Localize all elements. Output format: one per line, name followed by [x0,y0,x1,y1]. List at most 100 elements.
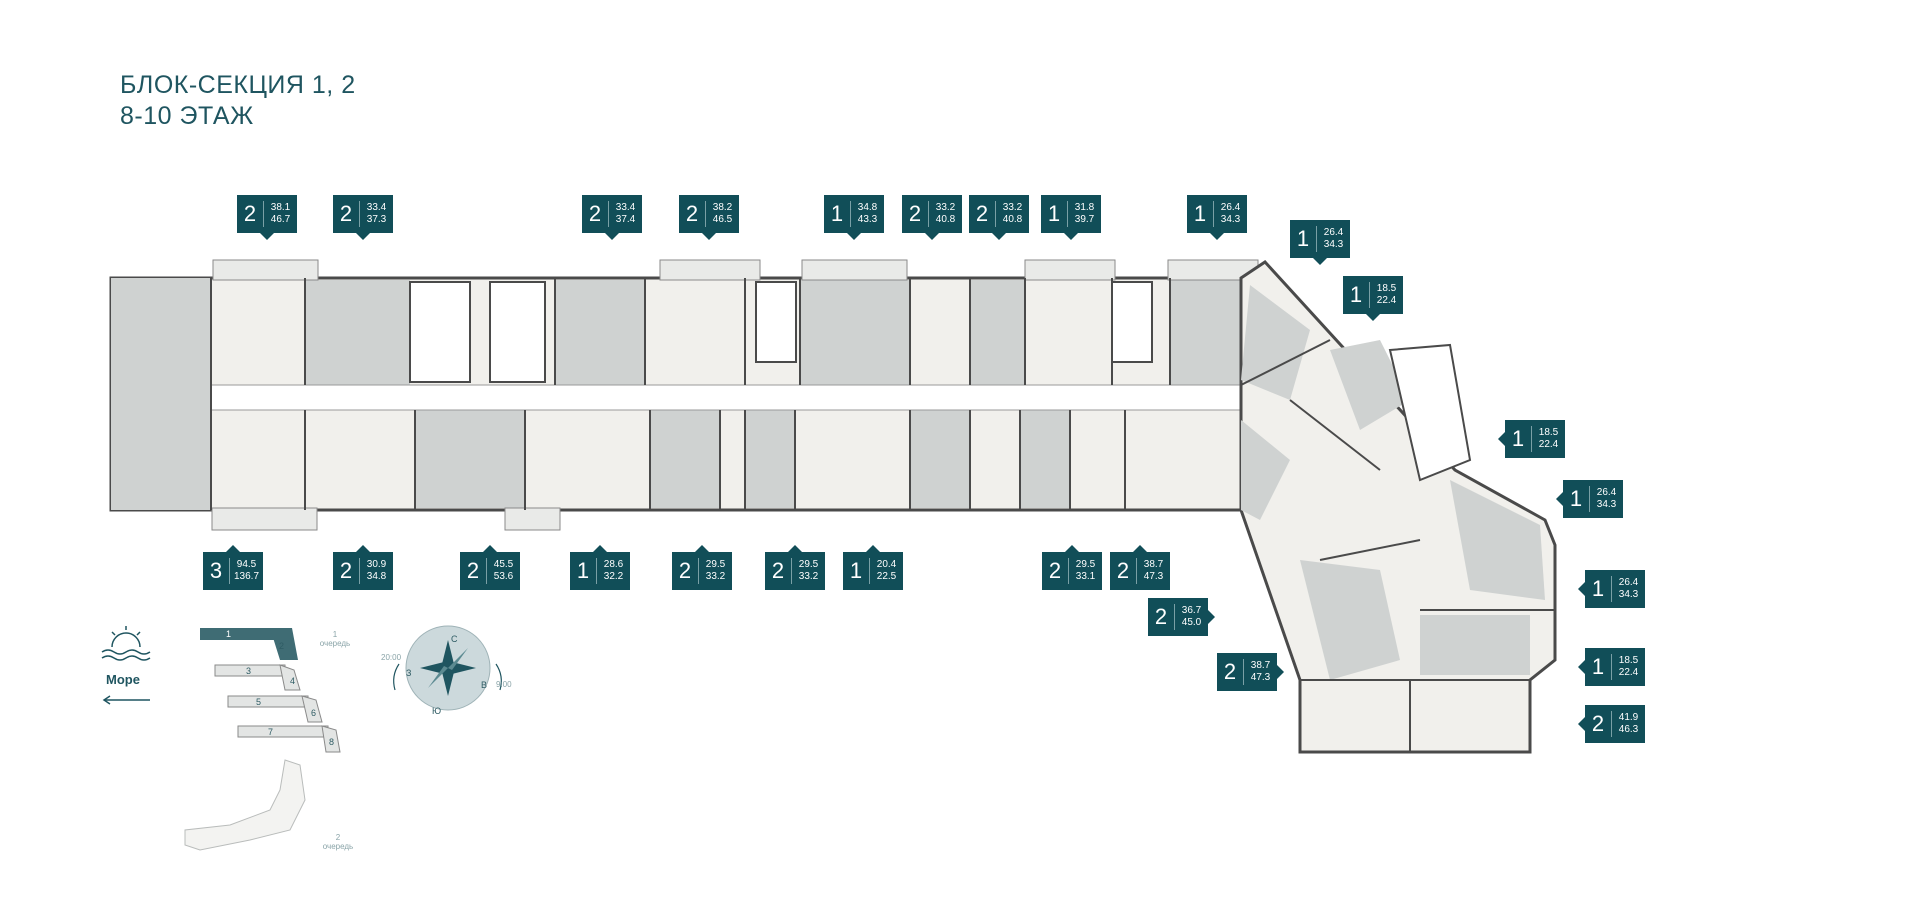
site-block-label-6: 6 [311,708,317,718]
living-area: 26.4 [1220,202,1241,213]
partitions [210,278,1171,510]
unit-diag-1 [1241,285,1310,400]
living-area: 30.9 [366,559,387,570]
rooms-count: 1 [849,558,863,583]
unit-diag-5 [1300,560,1400,680]
balcony-top-2 [659,259,761,281]
total-area: 53.6 [493,571,514,582]
unit-diag-2 [1330,340,1410,430]
unit-top-2 [305,280,410,385]
rooms-count: 2 [243,201,257,226]
compass-time-east: 9:00 [496,680,512,689]
unit-bottom-3 [415,410,525,508]
total-area: 32.2 [603,571,624,582]
living-area: 38.1 [270,202,291,213]
rooms-count: 1 [1296,226,1310,251]
living-area: 26.4 [1618,577,1639,588]
total-area: 46.3 [1618,724,1639,735]
compass-star-sw [428,666,448,688]
balcony-bottom-2 [504,507,561,531]
elevator-core-1 [489,281,546,383]
stair-core-diagonal [1388,343,1472,482]
title-line-floor: 8-10 ЭТАЖ [120,102,254,130]
unit-diag-6 [1420,615,1530,675]
rooms-count: 1 [1511,426,1525,451]
total-area: 34.3 [1220,214,1241,225]
rooms-count: 2 [975,201,989,226]
rooms-count: 2 [1223,659,1237,684]
unit-diag-3 [1450,480,1545,600]
unit-bottom-7 [910,410,970,508]
site-block-label-8: 8 [329,737,335,747]
rooms-count: 2 [771,558,785,583]
unit-bottom-8 [1020,410,1070,508]
stair-core-1 [409,281,471,383]
rooms-count: 1 [830,201,844,226]
total-area: 46.7 [270,214,291,225]
corridor [210,384,1242,411]
rooms-count: 2 [466,558,480,583]
total-area: 34.3 [1618,589,1639,600]
rooms-count: 1 [1047,201,1061,226]
rooms-count: 2 [1591,711,1605,736]
total-area: 47.3 [1143,571,1164,582]
rooms-count: 1 [1569,486,1583,511]
total-area: 34.8 [366,571,387,582]
rooms-count: 1 [1591,576,1605,601]
sea-arrow-icon [102,695,150,705]
unit-corner-west [111,278,211,510]
total-area: 37.4 [615,214,636,225]
site-queue1-label: 1 очередь [319,630,351,648]
compass-south-label: Ю [432,706,442,716]
living-area: 45.5 [493,559,514,570]
total-area: 34.3 [1323,239,1344,250]
site-block-label-5: 5 [256,697,262,707]
total-area: 22.4 [1618,667,1639,678]
rooms-count: 1 [1591,654,1605,679]
unit-bottom-5 [650,410,720,508]
unit-diag-4 [1241,420,1290,520]
balcony-top-3 [801,259,908,281]
total-area: 45.0 [1181,617,1202,628]
rooms-count: 1 [1349,282,1363,307]
total-area: 37.3 [366,214,387,225]
unit-top-5 [800,280,910,385]
total-area: 47.3 [1250,672,1271,683]
rooms-count: 2 [339,201,353,226]
rooms-count: 2 [1116,558,1130,583]
site-block-8 [321,725,341,753]
site-map [184,628,341,851]
total-area: 43.3 [857,214,878,225]
living-area: 18.5 [1376,283,1397,294]
total-area: 22.4 [1376,295,1397,306]
living-area: 34.8 [857,202,878,213]
